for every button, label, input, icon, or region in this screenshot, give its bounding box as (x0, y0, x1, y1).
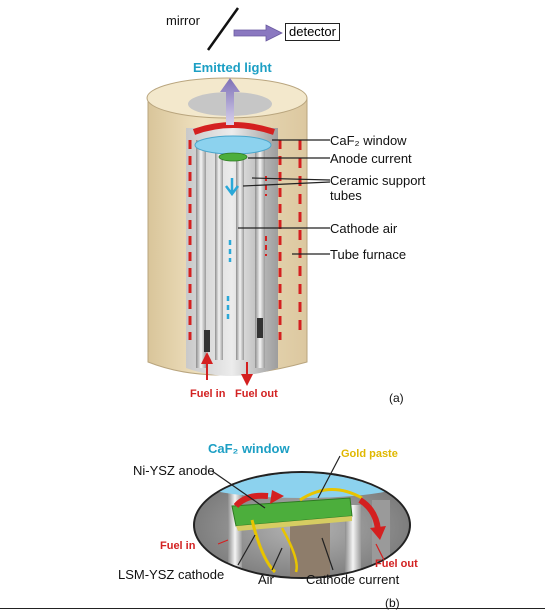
tube-furnace-label: Tube furnace (330, 247, 407, 262)
fuel-out-label-top: Fuel out (235, 388, 278, 400)
fuel-flow (225, 178, 239, 197)
fuel-in-pointer (217, 539, 229, 545)
ni-ysz-anode-label: Ni-YSZ anode (133, 463, 215, 478)
leader-lines-top (238, 139, 331, 255)
emitted-light-label: Emitted light (193, 60, 272, 75)
anode-disc (218, 152, 248, 162)
fuel-out-flow (358, 497, 381, 531)
anode-current-label: Anode current (330, 151, 412, 166)
support-tube-left (196, 140, 206, 368)
detector-label: detector (285, 23, 340, 41)
mirror-label: mirror (166, 13, 200, 28)
panel-a-label: (a) (389, 391, 404, 405)
fuel-in-label-top: Fuel in (190, 388, 226, 400)
ceramic-support-label: Ceramic support (330, 173, 426, 188)
support-tube-inner-left (215, 150, 223, 360)
lsm-ysz-cathode-label: LSM-YSZ cathode (118, 567, 225, 582)
fuel-out-pointer (375, 543, 385, 561)
detector-arrow (233, 24, 283, 42)
support-tube-right (255, 140, 265, 368)
fuel-in-label-b: Fuel in (160, 540, 196, 552)
caf2-window-label: CaF₂ window (330, 133, 407, 148)
bottom-rule (0, 608, 545, 609)
fuel-out-label-b: Fuel out (375, 558, 418, 570)
caf2-window (194, 135, 272, 155)
window-closeup (195, 473, 409, 498)
gold-paste-label: Gold paste (341, 448, 398, 460)
air-label: Air (258, 572, 274, 587)
cathode-current-label: Cathode current (306, 572, 400, 587)
furnace-cutaway (186, 122, 282, 386)
cathode-air-label: Cathode air (330, 221, 398, 236)
leader-lines-bottom (211, 455, 341, 571)
emitted-light-arrow (220, 78, 240, 125)
cell-closeup (193, 471, 411, 579)
mirror-line (206, 7, 240, 51)
support-tube-inner-right (236, 150, 244, 360)
gold-wire (299, 488, 363, 502)
caf2-window-label-b: CaF₂ window (208, 441, 290, 456)
ceramic-tubes-label: tubes (330, 188, 362, 203)
panel-b-label: (b) (385, 596, 400, 610)
